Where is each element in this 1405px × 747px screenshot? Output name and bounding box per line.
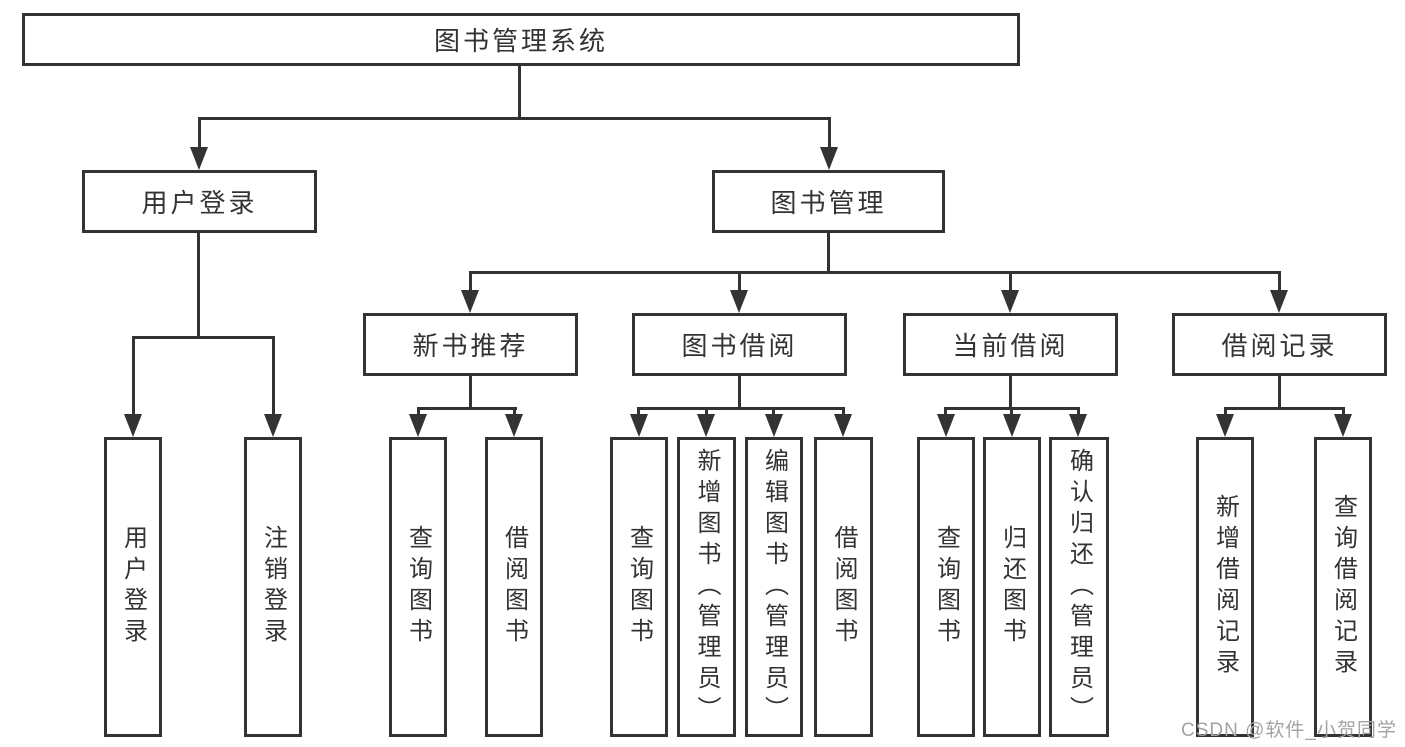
- connector-line: [1224, 407, 1227, 417]
- connector-line: [469, 271, 472, 293]
- leaf-current-confirm-return-admin: 确认归还（管理员）: [1049, 437, 1109, 737]
- connector-line: [518, 66, 521, 117]
- connector-line: [1278, 376, 1281, 407]
- arrowhead-down: [1001, 290, 1019, 313]
- node-new-book-recommend: 新书推荐: [363, 313, 578, 376]
- node-book-management: 图书管理: [712, 170, 945, 233]
- leaf-logout: 注销登录: [244, 437, 302, 737]
- connector-line: [417, 407, 420, 417]
- connector-line: [772, 407, 775, 417]
- connector-line: [637, 407, 640, 417]
- connector-line: [198, 117, 201, 150]
- connector-line: [738, 376, 741, 407]
- connector-line: [1342, 407, 1345, 417]
- arrowhead-down: [264, 414, 282, 437]
- arrowhead-down: [834, 414, 852, 437]
- node-book-borrowing: 图书借阅: [632, 313, 847, 376]
- connector-line: [738, 271, 741, 293]
- connector-line: [1224, 407, 1345, 410]
- connector-line: [944, 407, 947, 417]
- leaf-borrowing-borrow-book: 借阅图书: [814, 437, 873, 737]
- arrowhead-down: [505, 414, 523, 437]
- arrowhead-down: [1334, 414, 1352, 437]
- leaf-borrowing-edit-book-admin: 编辑图书（管理员）: [745, 437, 803, 737]
- node-user-login: 用户登录: [82, 170, 317, 233]
- leaf-current-query-book: 查询图书: [917, 437, 975, 737]
- connector-line: [272, 336, 275, 416]
- arrowhead-down: [697, 414, 715, 437]
- leaf-borrowing-add-book-admin: 新增图书（管理员）: [677, 437, 736, 737]
- leaf-recommend-borrow-book: 借阅图书: [485, 437, 543, 737]
- connector-line: [637, 407, 845, 410]
- connector-line: [1009, 376, 1012, 407]
- connector-line: [827, 233, 830, 271]
- arrowhead-down: [461, 290, 479, 313]
- connector-line: [842, 407, 845, 417]
- leaf-borrowing-query-book: 查询图书: [610, 437, 668, 737]
- arrowhead-down: [124, 414, 142, 437]
- csdn-watermark: CSDN @软件_小贺同学: [1181, 720, 1397, 741]
- connector-line: [469, 376, 472, 407]
- connector-line: [197, 233, 200, 336]
- arrowhead-down: [730, 290, 748, 313]
- connector-line: [513, 407, 516, 417]
- arrowhead-down: [1270, 290, 1288, 313]
- leaf-records-query-record: 查询借阅记录: [1314, 437, 1372, 737]
- arrowhead-down: [937, 414, 955, 437]
- arrowhead-down: [1003, 414, 1021, 437]
- connector-line: [198, 117, 831, 120]
- node-borrowing-records: 借阅记录: [1172, 313, 1387, 376]
- arrowhead-down: [1069, 414, 1087, 437]
- connector-line: [132, 336, 135, 416]
- leaf-user-login: 用户登录: [104, 437, 162, 737]
- arrowhead-down: [765, 414, 783, 437]
- leaf-records-add-record: 新增借阅记录: [1196, 437, 1254, 737]
- connector-line: [1009, 271, 1012, 293]
- node-current-borrowing: 当前借阅: [903, 313, 1118, 376]
- arrowhead-down: [820, 147, 838, 170]
- connector-line: [132, 336, 275, 339]
- leaf-recommend-query-book: 查询图书: [389, 437, 447, 737]
- leaf-current-return-book: 归还图书: [983, 437, 1041, 737]
- arrowhead-down: [190, 147, 208, 170]
- arrowhead-down: [630, 414, 648, 437]
- connector-line: [469, 271, 1281, 274]
- connector-line: [828, 117, 831, 150]
- connector-line: [417, 407, 517, 410]
- node-library-management-system: 图书管理系统: [22, 13, 1020, 66]
- arrowhead-down: [409, 414, 427, 437]
- connector-line: [1010, 407, 1013, 417]
- connector-line: [705, 407, 708, 417]
- arrowhead-down: [1216, 414, 1234, 437]
- connector-line: [1077, 407, 1080, 417]
- connector-line: [1278, 271, 1281, 293]
